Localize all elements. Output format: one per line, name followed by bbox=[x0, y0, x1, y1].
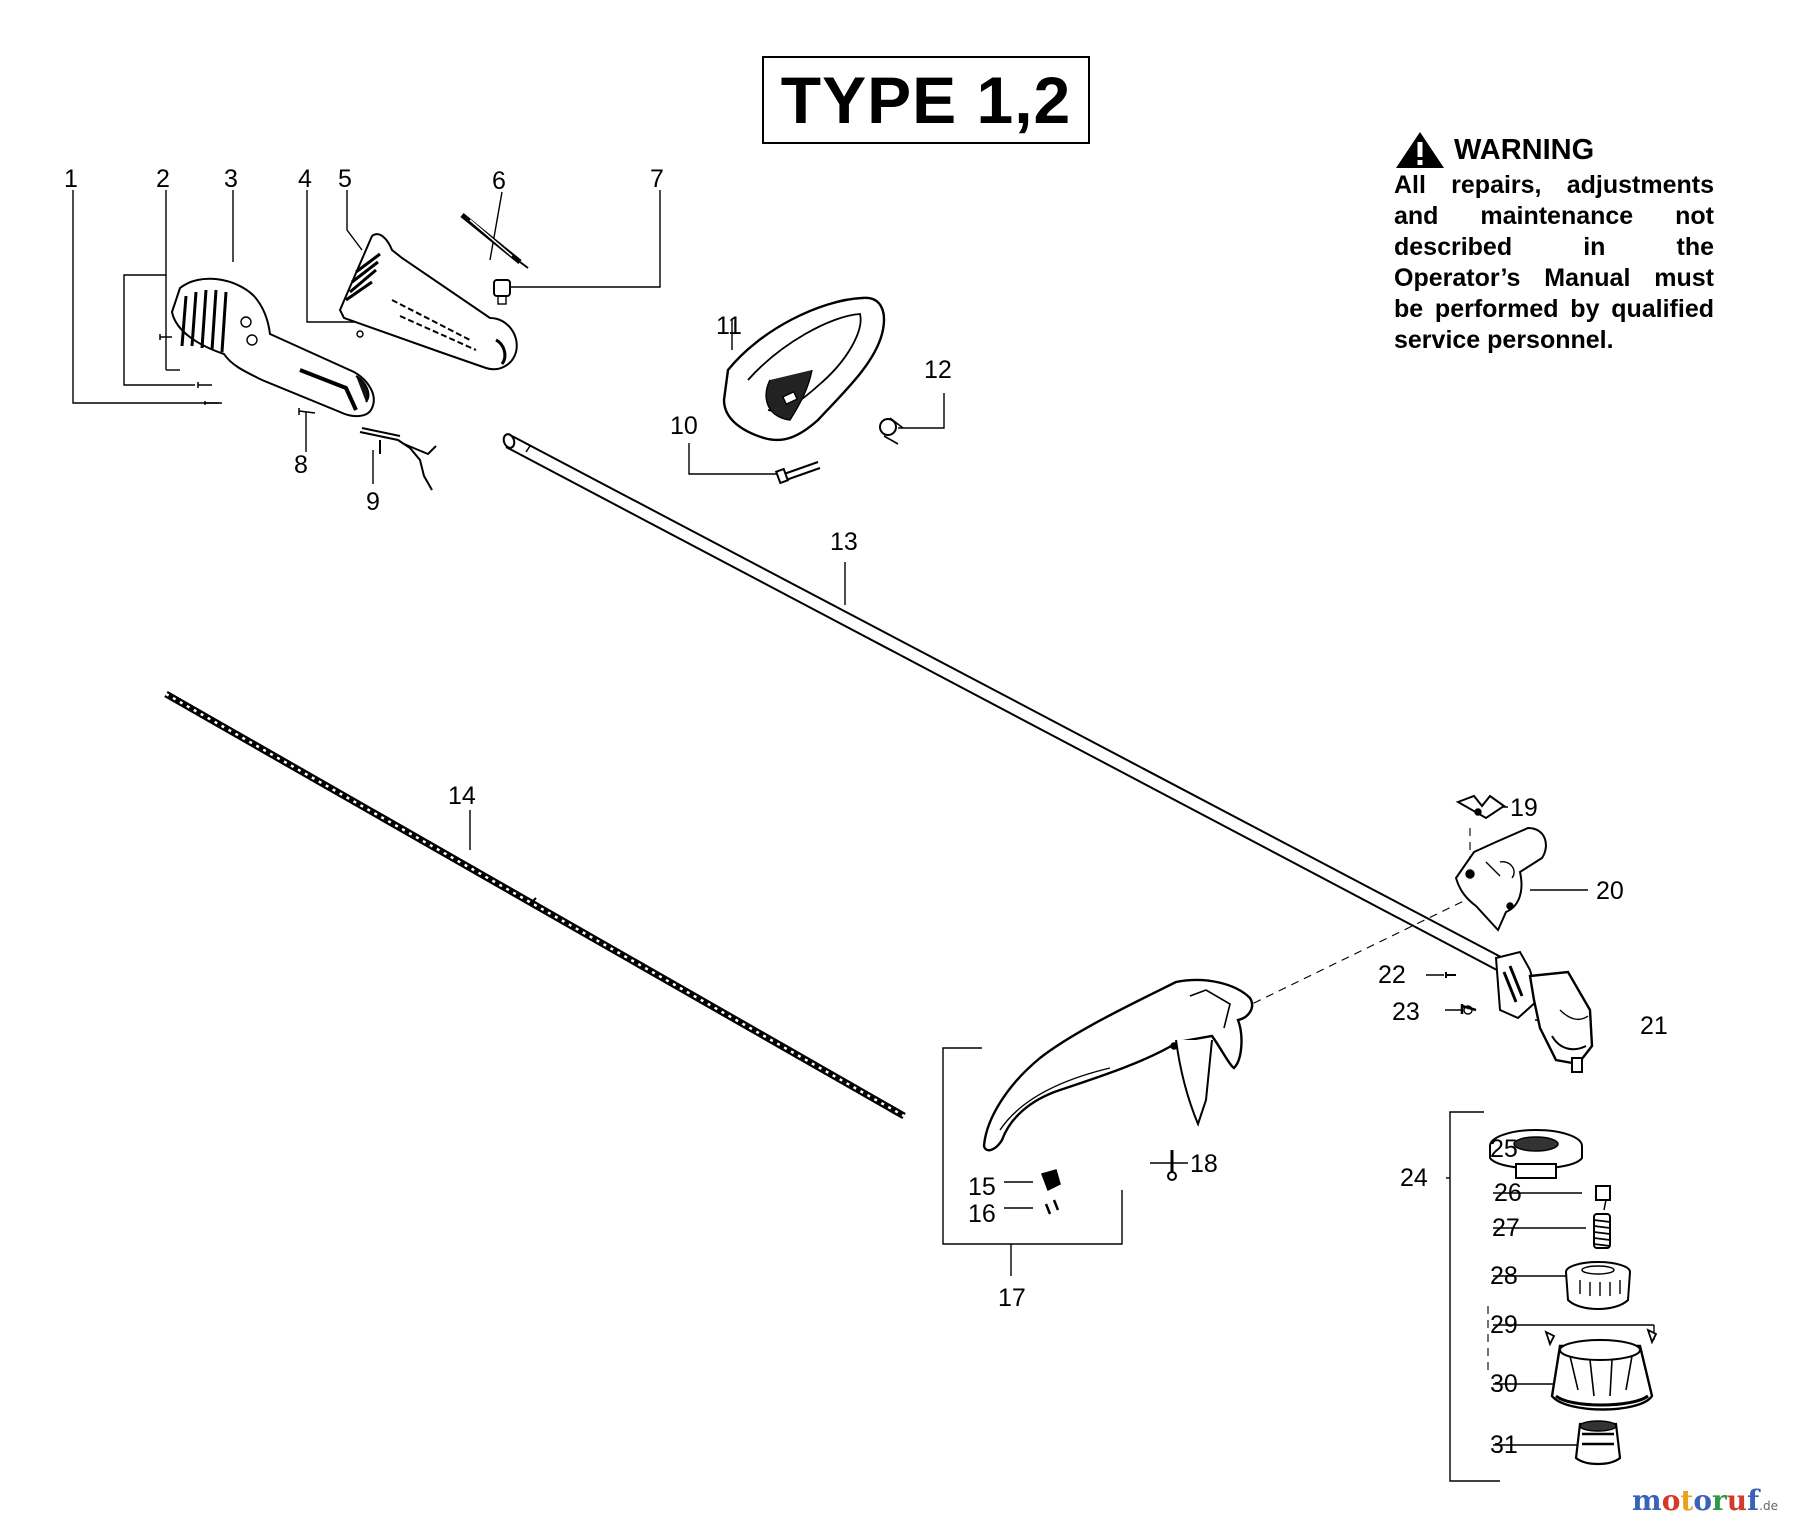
leader-lines bbox=[72, 190, 1655, 1482]
trimmer-cap bbox=[1489, 1129, 1583, 1179]
cable-clip bbox=[493, 279, 511, 305]
diagram-title: TYPE 1,2 bbox=[762, 56, 1090, 144]
handle-half bbox=[338, 233, 518, 371]
callout-labels: 1 2 3 4 5 6 7 8 9 10 11 12 13 14 15 16 1… bbox=[64, 165, 1668, 1459]
shield-screw bbox=[1167, 1150, 1177, 1181]
callout-26: 26 bbox=[1494, 1179, 1522, 1207]
callout-21: 21 bbox=[1640, 1012, 1668, 1040]
gear-head-screws bbox=[1445, 972, 1477, 1015]
throttle-trigger bbox=[359, 427, 437, 491]
handle-bolt bbox=[774, 461, 821, 485]
loop-handle bbox=[722, 296, 886, 442]
line-eyelets bbox=[1544, 1328, 1658, 1347]
eyelet bbox=[1595, 1185, 1611, 1211]
shaft-tube bbox=[502, 433, 1519, 979]
throttle-cable bbox=[460, 213, 529, 269]
callout-14: 14 bbox=[448, 782, 476, 810]
callout-15: 15 bbox=[968, 1173, 996, 1201]
callout-27: 27 bbox=[1492, 1214, 1520, 1242]
callout-19: 19 bbox=[1510, 794, 1538, 822]
callout-1: 1 bbox=[64, 165, 78, 193]
callout-2: 2 bbox=[156, 165, 170, 193]
warning-notice: WARNING All repairs, adjustments and mai… bbox=[1394, 130, 1714, 356]
warning-text: All repairs, adjustments and maintenance… bbox=[1394, 171, 1714, 354]
callout-18: 18 bbox=[1190, 1150, 1218, 1178]
callout-13: 13 bbox=[830, 528, 858, 556]
dashed-guides bbox=[1177, 828, 1489, 1374]
callout-25: 25 bbox=[1490, 1135, 1518, 1163]
callout-11: 11 bbox=[716, 312, 742, 340]
spool-housing bbox=[1550, 1339, 1654, 1411]
callout-24: 24 bbox=[1400, 1164, 1428, 1192]
warning-heading: WARNING bbox=[1454, 133, 1595, 166]
callout-20: 20 bbox=[1596, 877, 1624, 905]
warning-header: WARNING bbox=[1394, 130, 1714, 170]
callout-22: 22 bbox=[1378, 961, 1406, 989]
callout-23: 23 bbox=[1392, 998, 1420, 1026]
watermark-suffix: .de bbox=[1759, 1499, 1778, 1513]
gear-head bbox=[1494, 950, 1594, 1073]
grass-shield bbox=[982, 978, 1254, 1152]
spring bbox=[1593, 1213, 1611, 1249]
handle-knob bbox=[879, 417, 904, 445]
screws bbox=[159, 334, 316, 415]
callout-10: 10 bbox=[670, 412, 698, 440]
callout-31: 31 bbox=[1490, 1431, 1518, 1459]
callout-6: 6 bbox=[492, 167, 506, 195]
callout-8: 8 bbox=[294, 451, 308, 479]
shield-bracket bbox=[1454, 826, 1547, 932]
callout-5: 5 bbox=[338, 165, 352, 193]
callout-3: 3 bbox=[224, 165, 238, 193]
bump-knob bbox=[1574, 1420, 1622, 1466]
callout-29: 29 bbox=[1490, 1311, 1518, 1339]
callout-4: 4 bbox=[298, 165, 312, 193]
callout-16: 16 bbox=[968, 1200, 996, 1228]
line-spool bbox=[1565, 1261, 1631, 1310]
drive-shaft bbox=[164, 690, 906, 1120]
handle-housing bbox=[170, 277, 375, 418]
callout-30: 30 bbox=[1490, 1370, 1518, 1398]
watermark-text: motoruf bbox=[1632, 1484, 1760, 1517]
warning-triangle-icon bbox=[1396, 132, 1444, 168]
callout-17: 17 bbox=[998, 1284, 1026, 1312]
watermark-logo: motoruf.de bbox=[1632, 1484, 1778, 1517]
callout-12: 12 bbox=[924, 356, 952, 384]
wing-nut bbox=[1455, 794, 1506, 820]
callout-9: 9 bbox=[366, 488, 380, 516]
line-cutter bbox=[1041, 1169, 1061, 1215]
callout-28: 28 bbox=[1490, 1262, 1518, 1290]
callout-7: 7 bbox=[650, 165, 664, 193]
